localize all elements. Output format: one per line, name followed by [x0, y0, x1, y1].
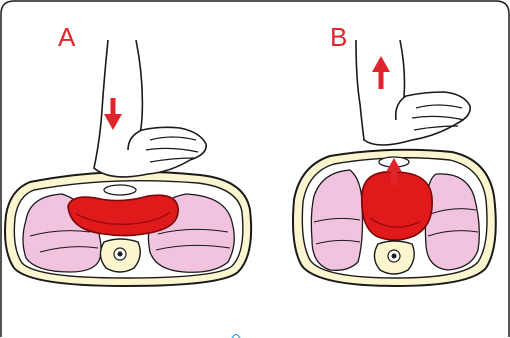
panel-b	[293, 40, 496, 286]
panel-label-b: B	[330, 24, 347, 50]
bottom-mark	[232, 335, 240, 338]
spinal-cord-b	[392, 254, 397, 259]
panel-label-a: A	[58, 24, 75, 50]
sternum-a	[104, 185, 136, 195]
panel-a	[5, 40, 251, 286]
heart-compressed-a	[68, 195, 178, 235]
left-lung-b	[311, 170, 362, 270]
spinal-cord-a	[118, 252, 123, 257]
